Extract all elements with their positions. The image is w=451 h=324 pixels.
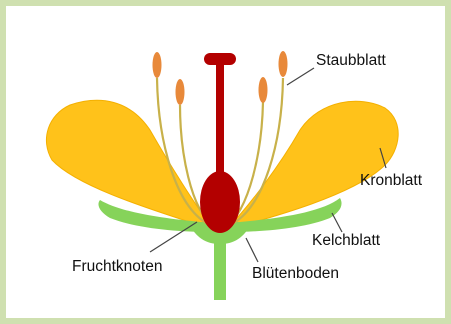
style bbox=[216, 60, 224, 172]
leader-staubblatt bbox=[287, 68, 314, 85]
label-kronblatt: Kronblatt bbox=[360, 173, 422, 189]
leader-bluetenboden bbox=[246, 238, 258, 262]
stem bbox=[214, 238, 226, 300]
label-bluetenboden: Blütenboden bbox=[252, 266, 339, 282]
anther bbox=[259, 77, 268, 103]
leader-kelchblatt bbox=[332, 213, 342, 232]
label-staubblatt: Staubblatt bbox=[316, 53, 386, 69]
petal-left bbox=[46, 100, 214, 230]
anther bbox=[176, 79, 185, 105]
label-fruchtknoten: Fruchtknoten bbox=[72, 259, 162, 275]
anther bbox=[279, 51, 288, 77]
ovary bbox=[200, 171, 240, 233]
anther bbox=[153, 52, 162, 78]
label-kelchblatt: Kelchblatt bbox=[312, 233, 380, 249]
